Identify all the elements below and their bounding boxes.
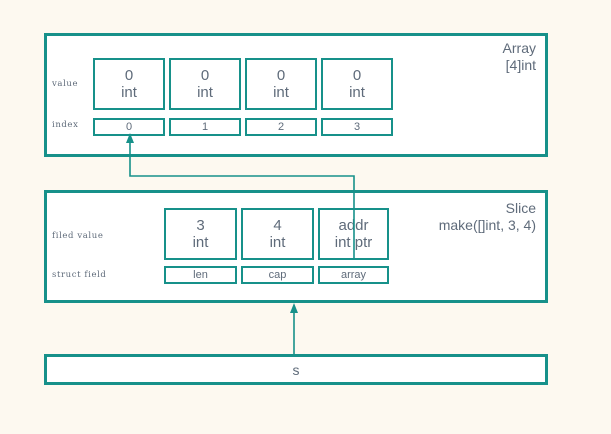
array-value: 0 [124, 67, 134, 84]
slice-field-cells: len cap array [164, 266, 393, 284]
slice-value-cells: 3 int 4 int addr int ptr [164, 208, 393, 260]
array-value: 0 [200, 67, 210, 84]
array-value-type: int [121, 84, 137, 101]
array-index-cell[interactable]: 1 [169, 118, 241, 136]
slice-value-cell-len[interactable]: 3 int [164, 208, 237, 260]
slice-field: len [193, 268, 208, 281]
slice-group-title: Slice make([]int, 3, 4) [330, 200, 536, 234]
array-index: 0 [125, 120, 133, 133]
connector-variable-to-slice [290, 303, 298, 354]
array-index-cell[interactable]: 3 [321, 118, 393, 136]
slice-value-type: int [269, 234, 286, 251]
slice-value-cell-array[interactable]: addr int ptr [318, 208, 389, 260]
array-index-cells: 0 1 2 3 [93, 118, 393, 136]
array-value-cell[interactable]: 0 int [321, 58, 393, 110]
array-value-type: int [349, 84, 365, 101]
array-value-cell[interactable]: 0 int [93, 58, 165, 110]
array-index: 3 [353, 120, 361, 133]
array-value: 0 [276, 67, 286, 84]
slice-value-type: int ptr [334, 234, 373, 251]
slice-value: 3 [196, 217, 205, 234]
slice-field-cell[interactable]: len [164, 266, 237, 284]
array-index-cell[interactable]: 2 [245, 118, 317, 136]
slice-field: cap [268, 268, 287, 281]
slice-value-type: int [192, 234, 209, 251]
array-index: 2 [277, 120, 285, 133]
array-value-type: int [273, 84, 289, 101]
array-index: 1 [201, 120, 209, 133]
array-index-row-label: index [52, 120, 79, 130]
slice-value: addr [338, 217, 369, 234]
array-value-row-label: value [52, 79, 79, 89]
array-value: 0 [352, 67, 362, 84]
array-group-title: Array [4]int [398, 40, 536, 74]
array-value-cell[interactable]: 0 int [169, 58, 241, 110]
slice-field-row-label: struct field [52, 270, 107, 280]
array-index-cell[interactable]: 0 [93, 118, 165, 136]
variable-box-s[interactable]: s [44, 354, 548, 385]
slice-title-line2: make([]int, 3, 4) [438, 217, 536, 233]
slice-title-line1: Slice [505, 200, 536, 216]
slice-field: array [340, 268, 367, 281]
slice-field-cell[interactable]: cap [241, 266, 314, 284]
slice-value: 4 [273, 217, 282, 234]
variable-label: s [292, 361, 300, 378]
slice-value-row-label: filed value [52, 231, 104, 241]
array-value-cell[interactable]: 0 int [245, 58, 317, 110]
slice-field-cell[interactable]: array [318, 266, 389, 284]
array-title-line2: [4]int [505, 57, 536, 73]
array-value-cells: 0 int 0 int 0 int 0 int [93, 58, 393, 110]
slice-value-cell-cap[interactable]: 4 int [241, 208, 314, 260]
array-title-line1: Array [502, 40, 536, 56]
array-value-type: int [197, 84, 213, 101]
